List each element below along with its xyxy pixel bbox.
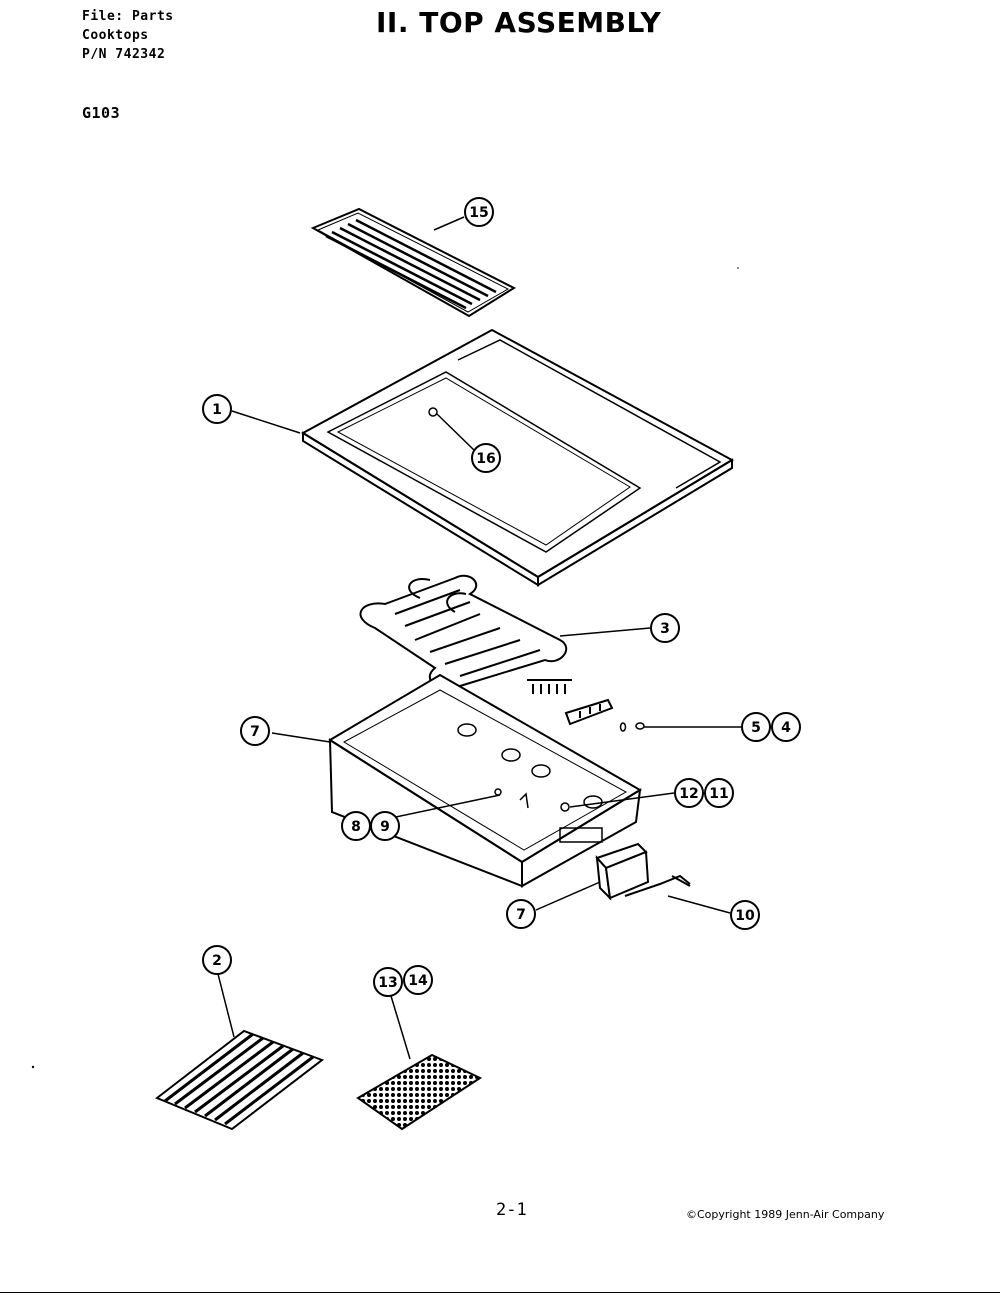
callout-3-label: 3 (660, 621, 670, 637)
callout-16: 16 (471, 443, 501, 473)
cooktop-frame-part (301, 328, 735, 587)
callout-16-label: 16 (476, 451, 495, 467)
drip-pan-housing-part (328, 673, 642, 888)
fastener-part (428, 407, 438, 417)
terminal-block-part (564, 698, 614, 726)
callout-11-label: 11 (709, 786, 728, 802)
callout-15: 15 (464, 197, 494, 227)
callout-10: 10 (730, 900, 760, 930)
ribbed-grate-part (155, 1029, 325, 1131)
callout-1: 1 (202, 394, 232, 424)
callout-13-label: 13 (378, 975, 397, 991)
callout-9-label: 9 (380, 819, 390, 835)
callout-2: 2 (202, 945, 232, 975)
callout-4: 4 (771, 712, 801, 742)
page-number: 2-1 (496, 1200, 527, 1220)
callout-5-label: 5 (751, 720, 761, 736)
callout-15-label: 15 (469, 205, 488, 221)
callout-1-label: 1 (212, 402, 222, 418)
copyright-notice: ©Copyright 1989 Jenn-Air Company (686, 1208, 885, 1221)
callout-12: 12 (674, 778, 704, 808)
screw-washer-part (619, 722, 645, 732)
callout-8-label: 8 (351, 819, 361, 835)
callout-14: 14 (403, 965, 433, 995)
callout-7-bracket-label: 7 (516, 907, 526, 923)
callout-12-label: 12 (679, 786, 698, 802)
bottom-divider (0, 1292, 1000, 1293)
callout-9: 9 (370, 811, 400, 841)
grill-grate-part (310, 207, 517, 318)
model-number: G103 (82, 104, 121, 122)
callout-5: 5 (741, 712, 771, 742)
callout-4-label: 4 (781, 720, 791, 736)
callout-2-label: 2 (212, 953, 222, 969)
heating-element-part (359, 574, 572, 694)
receptacle-bracket-part (595, 842, 691, 901)
callout-3: 3 (650, 613, 680, 643)
category-label: Cooktops (82, 28, 149, 43)
part-number-label: P/N 742342 (82, 47, 166, 62)
callout-13: 13 (373, 967, 403, 997)
scan-specks (31, 267, 739, 1069)
callout-10-label: 10 (735, 908, 755, 924)
callout-8: 8 (341, 811, 371, 841)
leader-lines (217, 216, 741, 1060)
file-label: File: Parts (82, 9, 174, 24)
callout-14-label: 14 (408, 973, 428, 989)
mesh-filter-part (356, 1053, 483, 1131)
callout-7-bracket: 7 (506, 899, 536, 929)
callout-7-housing: 7 (240, 716, 270, 746)
callout-11: 11 (704, 778, 734, 808)
page-title: II. TOP ASSEMBLY (376, 6, 662, 39)
callout-7-housing-label: 7 (250, 724, 260, 740)
